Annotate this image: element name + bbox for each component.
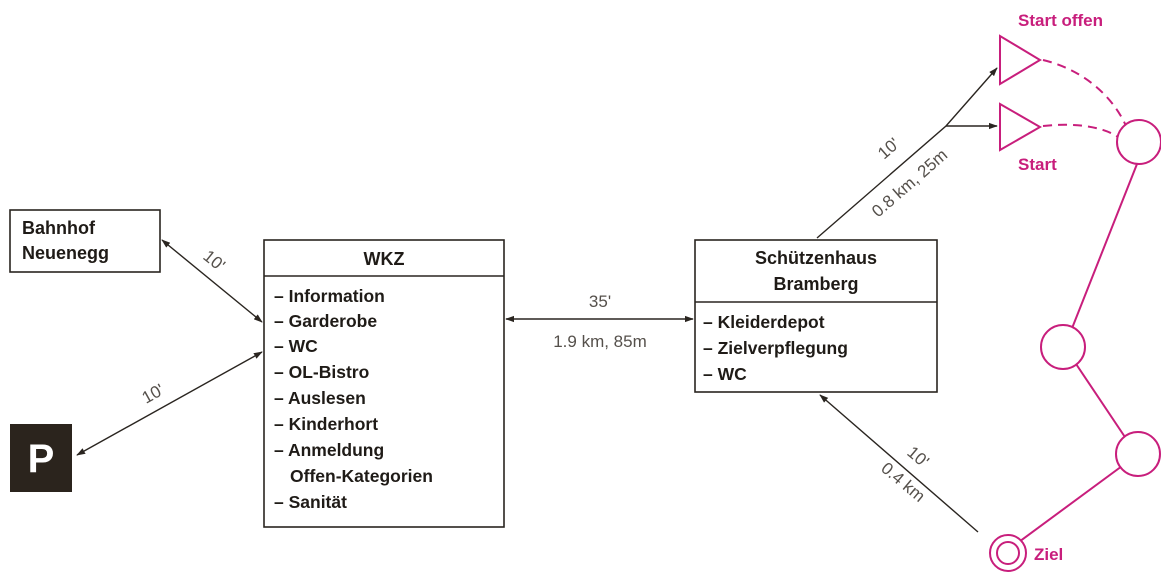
to-start-open-arrow: [816, 67, 998, 239]
start-open-label: Start offen: [1018, 11, 1103, 30]
wkz-title: WKZ: [364, 249, 405, 269]
start-open-triangle-icon: [999, 34, 1042, 86]
parking-icon: P: [10, 424, 72, 492]
schuetzenhaus-item: – Zielverpflegung: [703, 338, 848, 358]
wkz-item: Offen-Kategorien: [290, 466, 433, 486]
schuetzenhaus-item: – Kleiderdepot: [703, 312, 825, 332]
wkz-item: – Kinderhort: [274, 414, 378, 434]
bahnhof-label-line2: Neuenegg: [22, 243, 109, 263]
finish-circle-icon: [989, 534, 1027, 572]
schuetzenhaus-title-line1: Schützenhaus: [755, 248, 877, 268]
start-triangle-icon: [999, 102, 1043, 152]
schuetzenhaus-box: Schützenhaus Bramberg – Kleiderdepot – Z…: [694, 239, 938, 393]
schuetzenhaus-title-line2: Bramberg: [773, 274, 858, 294]
wkz-item: – Anmeldung: [274, 440, 384, 460]
bahnhof-wkz-time: 10': [199, 246, 228, 275]
control-circle-icon: [1115, 431, 1161, 477]
ziel-schuetzenhaus-arrow: [819, 394, 979, 533]
start-dashed-link: [1042, 123, 1123, 141]
wkz-schuetzenhaus-time: 35': [589, 292, 611, 311]
wkz-schuetzenhaus-distance: 1.9 km, 85m: [553, 332, 647, 351]
bahnhof-wkz-arrow: [161, 239, 263, 323]
start-label: Start: [1018, 155, 1057, 174]
wkz-box: WKZ – Information – Garderobe – WC – OL-…: [263, 239, 505, 528]
course-leg: [1064, 163, 1138, 347]
ziel-schuetzenhaus-time: 10': [903, 443, 932, 472]
wkz-item: – Auslesen: [274, 388, 366, 408]
parking-wkz-arrow: [76, 351, 263, 456]
to-start-time: 10': [874, 134, 903, 163]
wkz-item: – WC: [274, 336, 318, 356]
control-circle-icon: [1116, 119, 1161, 165]
bahnhof-box: Bahnhof Neuenegg: [9, 209, 161, 273]
schuetzenhaus-item: – WC: [703, 364, 747, 384]
wkz-item: – Garderobe: [274, 311, 377, 331]
control-circle-icon: [1040, 324, 1086, 370]
parking-wkz-time: 10': [139, 380, 168, 407]
bahnhof-label-line1: Bahnhof: [22, 218, 96, 238]
start-open-dashed-link: [1042, 59, 1133, 143]
wkz-item: – OL-Bistro: [274, 362, 369, 382]
wkz-item: – Sanität: [274, 492, 347, 512]
parking-label: P: [28, 437, 55, 481]
finish-label: Ziel: [1034, 545, 1063, 564]
course-leg: [1007, 454, 1138, 551]
wkz-item: – Information: [274, 286, 385, 306]
